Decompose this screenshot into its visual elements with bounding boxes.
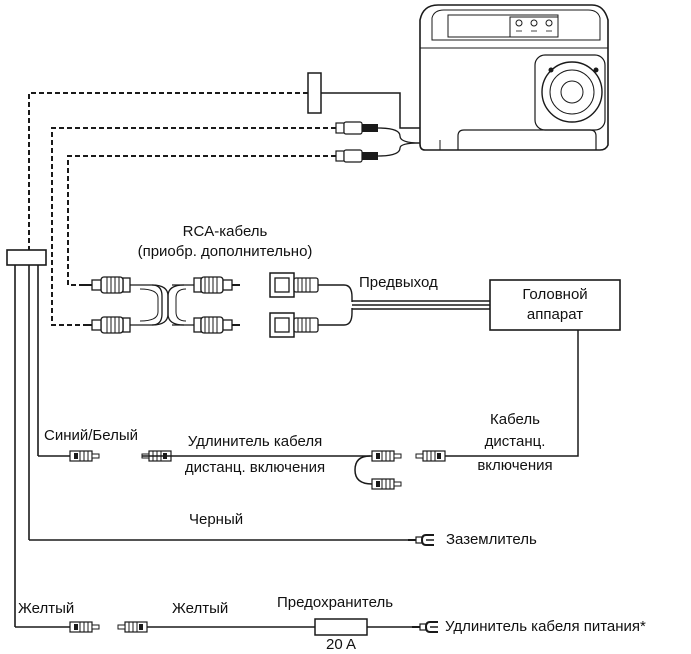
ground-label: Заземлитель — [446, 531, 537, 548]
remote-cable-label-2: дистанц. — [484, 433, 546, 450]
black-label: Черный — [189, 511, 244, 528]
amp-rca-inputs — [335, 121, 421, 163]
fuse-rating-label: 20 A — [325, 636, 357, 653]
head-unit-box — [489, 279, 621, 331]
fuse-label: Предохранитель — [277, 594, 394, 611]
preout-connectors — [269, 272, 490, 338]
remote-ext-label-2: дистанц. включения — [184, 459, 326, 476]
rca-cable — [84, 276, 241, 334]
power-wiring — [15, 618, 439, 636]
preout-label: Предвыход — [359, 274, 438, 291]
amp-power-block — [307, 72, 420, 129]
dashed-routes — [28, 92, 336, 326]
ground-wiring — [29, 534, 435, 546]
amplifier-unit — [419, 4, 609, 151]
blue-white-label: Синий/Белый — [44, 427, 139, 444]
fuse-holder — [314, 618, 368, 636]
yellow-left-label: Желтый — [18, 600, 75, 617]
rca-cable-title: RCA-кабель — [182, 223, 268, 240]
distribution-block — [6, 249, 47, 627]
power-ext-label: Удлинитель кабеля питания* — [445, 618, 646, 635]
head-unit-label-2: аппарат — [526, 306, 584, 323]
yellow-mid-label: Желтый — [172, 600, 229, 617]
rca-cable-subtitle: (приобр. дополнительно) — [137, 243, 313, 260]
head-unit-label-1: Головной — [522, 286, 588, 303]
remote-cable-label-1: Кабель — [490, 411, 540, 428]
remote-cable-label-3: включения — [477, 457, 553, 474]
remote-wiring — [38, 330, 579, 490]
remote-ext-label-1: Удлинитель кабеля — [187, 433, 323, 450]
